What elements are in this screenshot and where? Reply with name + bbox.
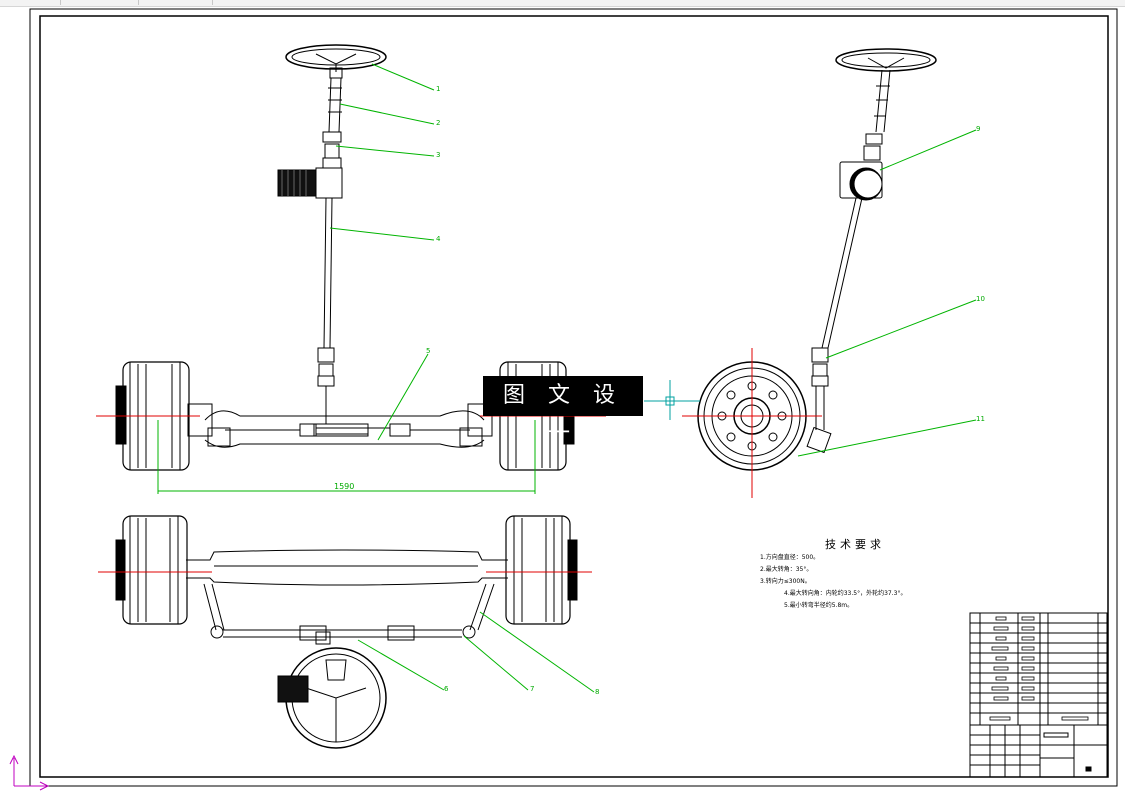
left-steering-arm: [203, 583, 225, 631]
steering-rack: [313, 423, 369, 437]
side-view: [697, 48, 937, 471]
tech-req-line: 4.最大转向角：内轮约33.5°，外轮约37.3°。: [784, 590, 907, 597]
eps-motor: [277, 169, 317, 197]
ucs-icon: [9, 754, 50, 791]
tech-req-title: 技术要求: [825, 538, 885, 551]
inner-border: [39, 15, 1109, 778]
tech-req-line: 5.最小转弯半径约5.8m。: [784, 602, 854, 609]
drawing-tab-strip: [0, 0, 1125, 7]
callout-label: 2: [436, 119, 441, 127]
top-axle-beam: [186, 549, 508, 561]
callout-label: 8: [595, 688, 600, 696]
outer-border: [29, 8, 1118, 787]
rear-right-wheel: [505, 515, 578, 625]
side-steering-wheel: [835, 48, 937, 72]
gearbox-housing: [315, 167, 343, 199]
title-block: [969, 612, 1108, 778]
tie-rod: [223, 629, 462, 638]
side-intermediate-shaft: [821, 197, 863, 349]
top-eps-motor: [277, 675, 309, 703]
rear-left-wheel: [115, 515, 188, 625]
intermediate-shaft: [323, 197, 333, 349]
tech-req-line: 2.最大转角：35°。: [760, 566, 813, 573]
callout-leaders: [329, 63, 977, 693]
callout-label: 6: [444, 685, 449, 693]
front-axle-beam: [204, 410, 485, 421]
drawing-tab[interactable]: [0, 0, 61, 5]
callout-label: 1: [436, 85, 441, 93]
callout-label: 10: [976, 295, 985, 303]
track-width-label: 1590: [334, 482, 355, 491]
callout-label: 7: [530, 685, 535, 693]
callout-label: 9: [976, 125, 981, 133]
watermark-banner: 图 文 设 计: [483, 376, 643, 448]
top-view: [115, 515, 578, 749]
drawing-tab[interactable]: [60, 0, 139, 5]
tech-req-line: 1.方向盘直径：500。: [760, 554, 820, 561]
callout-label: 4: [436, 235, 441, 243]
steering-column: [328, 77, 342, 133]
tech-req-line: 3.转向力≤300N。: [760, 578, 811, 585]
drawing-tab[interactable]: [138, 0, 213, 5]
technical-requirements: 技术要求 1.方向盘直径：500。 2.最大转角：35°。 3.转向力≤300N…: [760, 536, 970, 612]
track-width-dimension: [157, 420, 536, 494]
callout-label: 3: [436, 151, 441, 159]
crosshair-cursor: [644, 380, 700, 420]
universal-joint: [322, 131, 342, 143]
callout-label: 5: [426, 347, 431, 355]
callout-label: 11: [976, 415, 985, 423]
right-steering-arm: [469, 583, 495, 631]
